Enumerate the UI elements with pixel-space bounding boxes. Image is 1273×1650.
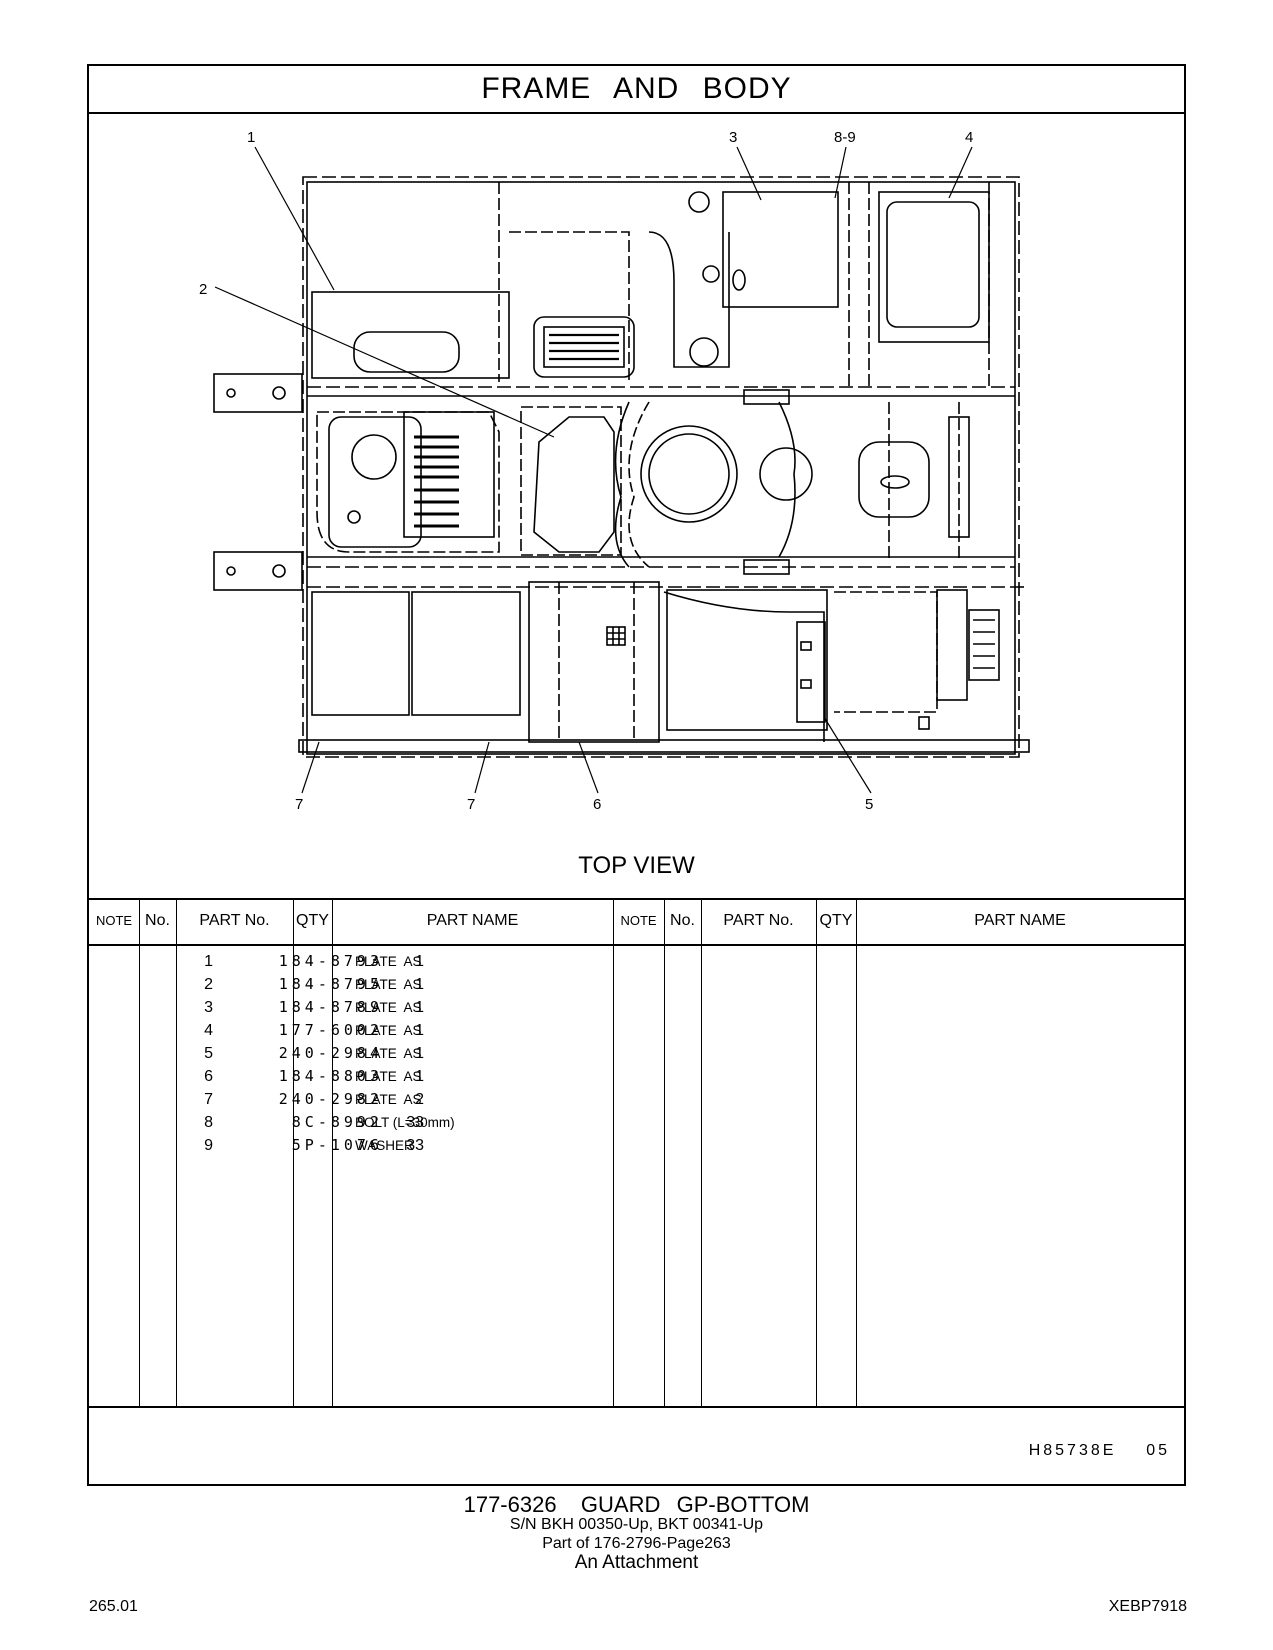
- item-number: 1: [204, 953, 213, 970]
- callout-label: 7: [295, 796, 303, 813]
- table-row: 6 184-8803 1 PLATE AS: [89, 1065, 1184, 1088]
- header-no: No.: [670, 912, 695, 929]
- callout-label: 6: [593, 796, 601, 813]
- caption-title: 177-6326 GUARD GP-BOTTOM: [463, 1492, 810, 1517]
- quantity: 1: [415, 1022, 424, 1039]
- item-number: 7: [204, 1091, 213, 1108]
- item-number: 9: [204, 1137, 213, 1154]
- header-part-no: PART No.: [723, 912, 794, 929]
- quantity: 1: [415, 1045, 424, 1062]
- part-number: 184-8789: [278, 998, 383, 1016]
- frame-top-view-drawing: 1 2 3 8-9 4 7 7 6 5: [199, 129, 1030, 813]
- caption-serial: S/N BKH 00350-Up, BKT 00341-Up: [509, 1516, 764, 1533]
- page-number: 265.01: [89, 1598, 138, 1615]
- part-name: PLATE AS: [355, 954, 422, 969]
- callout-label: 3: [729, 129, 737, 146]
- table-row: 2 184-8795 1 PLATE AS: [89, 973, 1184, 996]
- table-row: 7 240-2982 2 PLATE AS: [89, 1088, 1184, 1111]
- header-note: NOTE: [620, 913, 657, 928]
- part-name: PLATE AS: [355, 1092, 422, 1107]
- part-number: 184-8795: [278, 975, 383, 993]
- header-qty: QTY: [296, 912, 329, 929]
- table-row: 1 184-8793 1 PLATE AS: [89, 950, 1184, 973]
- page-title: FRAME AND BODY: [89, 66, 1184, 114]
- quantity: 33: [406, 1114, 424, 1131]
- item-number: 5: [204, 1045, 213, 1062]
- header-part-name: PART NAME: [974, 912, 1066, 929]
- table-row: 4 177-6002 1 PLATE AS: [89, 1019, 1184, 1042]
- header-qty: QTY: [819, 912, 853, 929]
- table-row: 5 240-2984 1 PLATE AS: [89, 1042, 1184, 1065]
- part-name: PLATE AS: [355, 1023, 422, 1038]
- part-number: 177-6002: [278, 1021, 383, 1039]
- part-number: 5P-1076: [291, 1136, 383, 1154]
- callout-label: 4: [965, 129, 973, 146]
- part-name: PLATE AS: [355, 977, 422, 992]
- callout-label: 5: [865, 796, 873, 813]
- table-row: 9 5P-1076 33 WASHER: [89, 1134, 1184, 1157]
- item-number: 2: [204, 976, 213, 993]
- part-name: PLATE AS: [355, 1069, 422, 1084]
- header-part-no: PART No.: [199, 912, 270, 929]
- caption-attachment: An Attachment: [574, 1552, 699, 1573]
- part-name: WASHER: [355, 1138, 414, 1153]
- part-name: PLATE AS: [355, 1046, 422, 1061]
- callout-label: 7: [467, 796, 475, 813]
- callout-label: 1: [247, 129, 255, 146]
- part-number: 184-8803: [278, 1067, 383, 1085]
- part-number: 240-2982: [278, 1090, 383, 1108]
- callout-label: 8-9: [834, 129, 856, 146]
- header-part-name: PART NAME: [426, 912, 519, 929]
- quantity: 1: [415, 953, 424, 970]
- quantity: 1: [415, 976, 424, 993]
- quantity: 2: [415, 1091, 424, 1108]
- parts-page-frame: FRAME AND BODY: [87, 64, 1186, 1486]
- parts-diagram: 1 2 3 8-9 4 7 7 6 5 TOP VIEW: [89, 112, 1184, 900]
- caption-part-of: Part of 176-2796-Page263: [542, 1535, 731, 1552]
- header-no: No.: [145, 912, 170, 929]
- quantity: 1: [415, 1068, 424, 1085]
- item-number: 3: [204, 999, 213, 1016]
- part-number: 240-2984: [278, 1044, 383, 1062]
- callout-label: 2: [199, 281, 207, 298]
- document-code: XEBP7918: [1108, 1598, 1187, 1615]
- item-number: 6: [204, 1068, 213, 1085]
- quantity: 33: [406, 1137, 424, 1154]
- part-name: BOLT (L=30mm): [355, 1115, 455, 1130]
- drawing-code: H85738E 05: [1028, 1442, 1170, 1459]
- part-number: 184-8793: [278, 952, 383, 970]
- table-row: 8 8C-8992 33 BOLT (L=30mm): [89, 1111, 1184, 1134]
- view-label: TOP VIEW: [578, 852, 695, 879]
- quantity: 1: [415, 999, 424, 1016]
- header-note: NOTE: [95, 913, 133, 928]
- parts-table-header: NOTE No. PART No. QTY PART NAME NOTE No.…: [89, 898, 1184, 946]
- item-number: 8: [204, 1114, 213, 1131]
- part-name: PLATE AS: [355, 1000, 422, 1015]
- item-number: 4: [204, 1022, 213, 1039]
- parts-table-body: 1 184-8793 1 PLATE AS 2 184-8795 1 PLATE…: [89, 944, 1184, 1408]
- part-number: 8C-8992: [291, 1113, 383, 1131]
- table-row: 3 184-8789 1 PLATE AS: [89, 996, 1184, 1019]
